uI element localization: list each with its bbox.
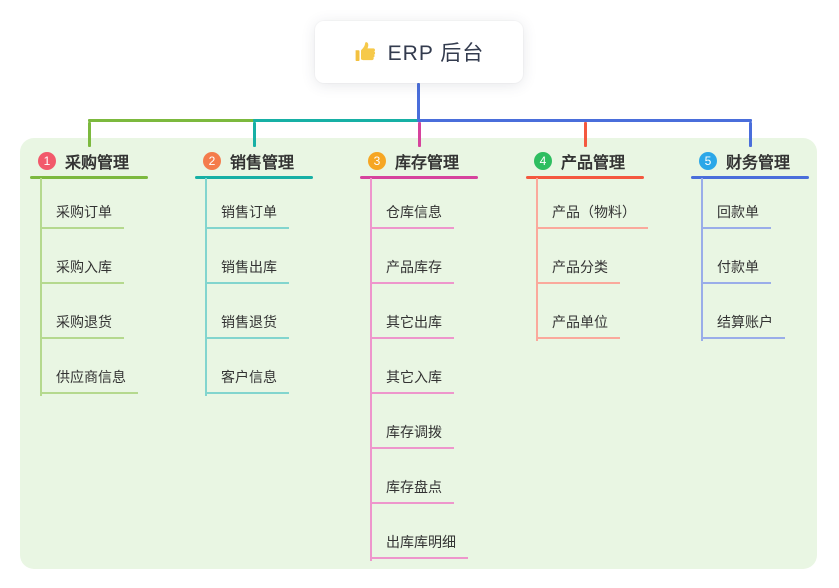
connector-horizontal-branch-2 bbox=[252, 119, 420, 122]
mindmap-child-node[interactable]: 销售出库 bbox=[205, 258, 289, 284]
mindmap-child-node[interactable]: 产品分类 bbox=[536, 258, 620, 284]
connector-horizontal-branch-5 bbox=[417, 119, 752, 122]
thumbs-up-icon bbox=[354, 40, 378, 64]
branch-header-4[interactable]: 4 产品管理 bbox=[526, 146, 686, 176]
connector-drop-branch-4 bbox=[583, 122, 587, 147]
mindmap-child-node[interactable]: 库存盘点 bbox=[370, 478, 454, 504]
mindmap-child-node[interactable]: 结算账户 bbox=[701, 313, 785, 339]
mindmap-child-node[interactable]: 付款单 bbox=[701, 258, 771, 284]
mindmap-child-node[interactable]: 客户信息 bbox=[205, 368, 289, 394]
mindmap-child-node[interactable]: 销售订单 bbox=[205, 203, 289, 229]
mindmap-child-node[interactable]: 采购退货 bbox=[40, 313, 124, 339]
root-title: ERP 后台 bbox=[387, 42, 485, 65]
mindmap-child-node[interactable]: 其它入库 bbox=[370, 368, 454, 394]
branch-index-badge: 2 bbox=[203, 152, 221, 170]
branch-trunk-line bbox=[536, 178, 538, 341]
branch-5: 5 财务管理回款单付款单结算账户 bbox=[691, 146, 839, 341]
mindmap-child-node[interactable]: 仓库信息 bbox=[370, 203, 454, 229]
branch-underline bbox=[360, 176, 478, 179]
mindmap-child-node[interactable]: 产品单位 bbox=[536, 313, 620, 339]
branch-index-badge: 3 bbox=[368, 152, 386, 170]
root-node[interactable]: ERP 后台 bbox=[315, 21, 523, 83]
branch-title: 财务管理 bbox=[726, 155, 791, 172]
mindmap-child-node[interactable]: 采购订单 bbox=[40, 203, 124, 229]
connector-drop-branch-5 bbox=[748, 122, 752, 147]
branch-title: 采购管理 bbox=[65, 155, 130, 172]
branch-title: 销售管理 bbox=[230, 155, 295, 172]
mindmap-child-node[interactable]: 出库库明细 bbox=[370, 533, 468, 559]
connector-drop-branch-1 bbox=[87, 122, 91, 147]
root-connector-vertical bbox=[417, 83, 420, 122]
branches-panel bbox=[20, 138, 817, 569]
branch-index-badge: 4 bbox=[534, 152, 552, 170]
branch-trunk-line bbox=[205, 178, 207, 396]
branch-underline bbox=[526, 176, 644, 179]
mindmap-child-node[interactable]: 产品库存 bbox=[370, 258, 454, 284]
mindmap-child-node[interactable]: 产品（物料） bbox=[536, 203, 648, 229]
branch-index-badge: 5 bbox=[699, 152, 717, 170]
branch-header-3[interactable]: 3 库存管理 bbox=[360, 146, 520, 176]
branch-trunk-line bbox=[701, 178, 703, 341]
mindmap-child-node[interactable]: 回款单 bbox=[701, 203, 771, 229]
branch-3: 3 库存管理仓库信息产品库存其它出库其它入库库存调拨库存盘点出库库明细 bbox=[360, 146, 520, 561]
connector-drop-branch-2 bbox=[252, 122, 256, 147]
branch-index-badge: 1 bbox=[38, 152, 56, 170]
branch-underline bbox=[30, 176, 148, 179]
connector-horizontal-branch-1 bbox=[87, 119, 256, 122]
connector-drop-branch-3 bbox=[417, 122, 421, 147]
branch-header-2[interactable]: 2 销售管理 bbox=[195, 146, 355, 176]
branch-title: 库存管理 bbox=[395, 155, 460, 172]
mindmap-child-node[interactable]: 库存调拨 bbox=[370, 423, 454, 449]
branch-4: 4 产品管理产品（物料） 产品分类产品单位 bbox=[526, 146, 686, 341]
branch-header-5[interactable]: 5 财务管理 bbox=[691, 146, 839, 176]
branch-underline bbox=[691, 176, 809, 179]
branch-trunk-line bbox=[370, 178, 372, 561]
mindmap-child-node[interactable]: 供应商信息 bbox=[40, 368, 138, 394]
branch-1: 1 采购管理采购订单采购入库采购退货供应商信息 bbox=[30, 146, 190, 396]
branch-title: 产品管理 bbox=[561, 155, 626, 172]
mindmap-child-node[interactable]: 采购入库 bbox=[40, 258, 124, 284]
branch-2: 2 销售管理销售订单销售出库销售退货客户信息 bbox=[195, 146, 355, 396]
branch-underline bbox=[195, 176, 313, 179]
branch-trunk-line bbox=[40, 178, 42, 396]
mindmap-child-node[interactable]: 其它出库 bbox=[370, 313, 454, 339]
mindmap-child-node[interactable]: 销售退货 bbox=[205, 313, 289, 339]
branch-header-1[interactable]: 1 采购管理 bbox=[30, 146, 190, 176]
